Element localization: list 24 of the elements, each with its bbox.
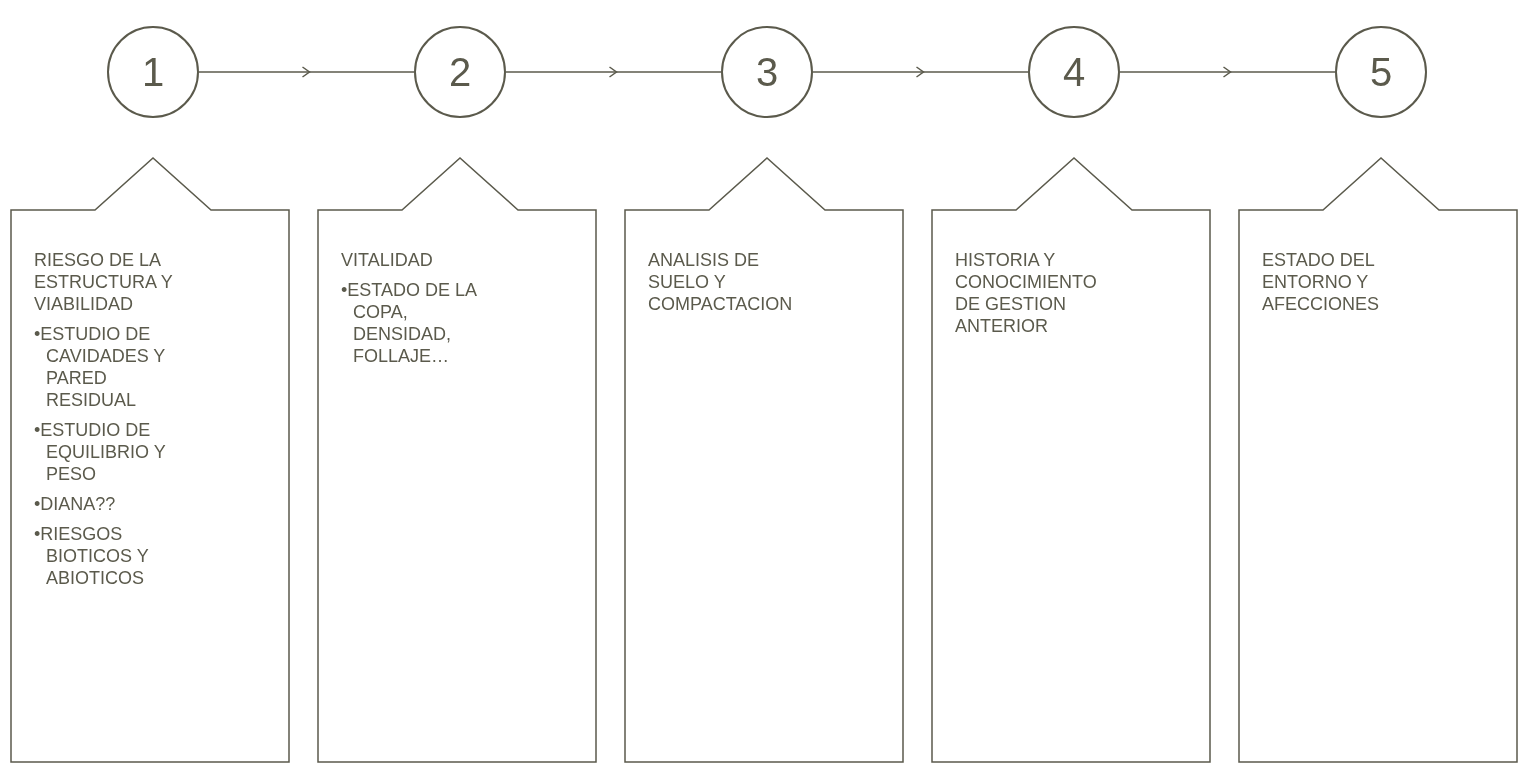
- panel-heading: VITALIDAD: [341, 249, 434, 271]
- step-number: 2: [448, 52, 472, 92]
- arrow: [1119, 66, 1336, 78]
- panel-heading: ESTADO DEL ENTORNO Y AFECCIONES: [1262, 249, 1381, 315]
- panel-heading: ANALISIS DE SUELO Y COMPACTACION: [648, 249, 794, 315]
- callout-panel: [931, 157, 1211, 763]
- bullet-item: •DIANA??: [34, 493, 117, 515]
- panel-heading: RIESGO DE LA ESTRUCTURA Y VIABILIDAD: [34, 249, 174, 315]
- step-number: 4: [1062, 52, 1086, 92]
- callout-panel: [1238, 157, 1518, 763]
- arrow: [505, 66, 722, 78]
- callout-panel: [10, 157, 290, 763]
- callout-panel: [317, 157, 597, 763]
- step-number: 5: [1369, 52, 1393, 92]
- arrow: [812, 66, 1029, 78]
- step-number: 1: [141, 52, 165, 92]
- step-number: 3: [755, 52, 779, 92]
- callout-panel: [624, 157, 904, 763]
- arrow: [198, 66, 415, 78]
- bullet-item: •ESTUDIO DE CAVIDADES Y PARED RESIDUAL: [34, 323, 167, 411]
- bullet-item: •ESTUDIO DE EQUILIBRIO Y PESO: [34, 419, 167, 485]
- bullet-item: •RIESGOS BIOTICOS Y ABIOTICOS: [34, 523, 150, 589]
- panel-heading: HISTORIA Y CONOCIMIENTO DE GESTION ANTERIOR: [955, 249, 1098, 337]
- bullet-item: •ESTADO DE LA COPA, DENSIDAD, FOLLAJE…: [341, 279, 478, 367]
